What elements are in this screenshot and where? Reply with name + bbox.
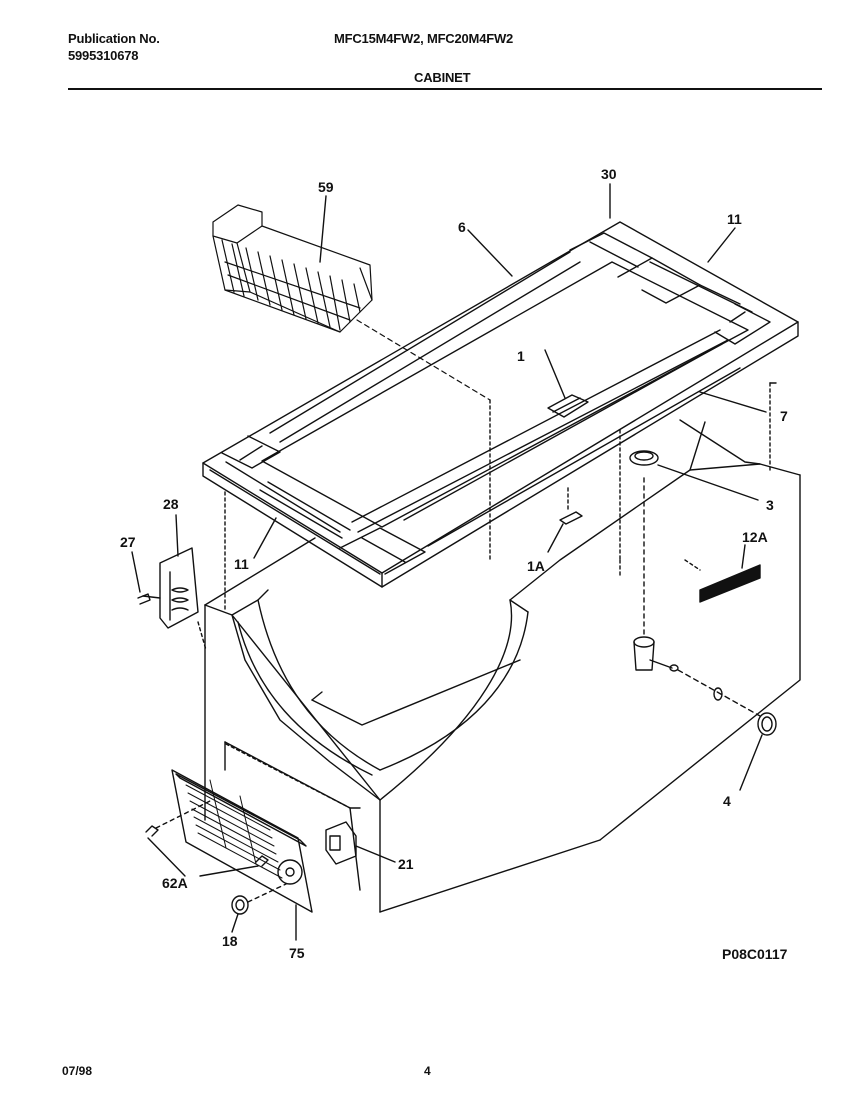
- footer-date: 07/98: [62, 1064, 93, 1078]
- serial-label: [684, 544, 761, 603]
- page-number: 4: [424, 1064, 431, 1078]
- callout-4: 4: [723, 793, 731, 809]
- callout-28: 28: [163, 496, 179, 512]
- clip-1a: [547, 487, 583, 553]
- header-rule: [68, 88, 822, 90]
- leader-lines: [253, 183, 777, 576]
- callout-27: 27: [120, 534, 136, 550]
- callout-18: 18: [222, 933, 238, 949]
- drain-tube: [633, 477, 777, 791]
- callout-7: 7: [780, 408, 788, 424]
- callout-21: 21: [398, 856, 414, 872]
- callout-59: 59: [318, 179, 334, 195]
- breaker-strip-frame: [202, 221, 799, 588]
- lid-hinge: [131, 514, 207, 651]
- divider-handle: [544, 349, 589, 418]
- callout-30: 30: [601, 166, 617, 182]
- compressor-grille: [145, 743, 396, 941]
- callout-12a: 12A: [742, 529, 768, 545]
- model-numbers: MFC15M4FW2, MFC20M4FW2: [334, 31, 514, 46]
- callout-3: 3: [766, 497, 774, 513]
- section-title: CABINET: [414, 70, 471, 85]
- callout-1: 1: [517, 348, 525, 364]
- callout-75: 75: [289, 945, 305, 961]
- callout-1a: 1A: [527, 558, 545, 574]
- callout-6: 6: [458, 219, 466, 235]
- diagram-code: P08C0117: [722, 946, 788, 962]
- publication-label: Publication No.: [68, 31, 160, 46]
- callout-11-bottom: 11: [234, 556, 249, 572]
- publication-number: 5995310678: [68, 48, 139, 63]
- storage-basket: [212, 204, 491, 401]
- callout-11-top: 11: [727, 211, 742, 227]
- callout-62a: 62A: [162, 875, 188, 891]
- drain-plug: [629, 450, 759, 501]
